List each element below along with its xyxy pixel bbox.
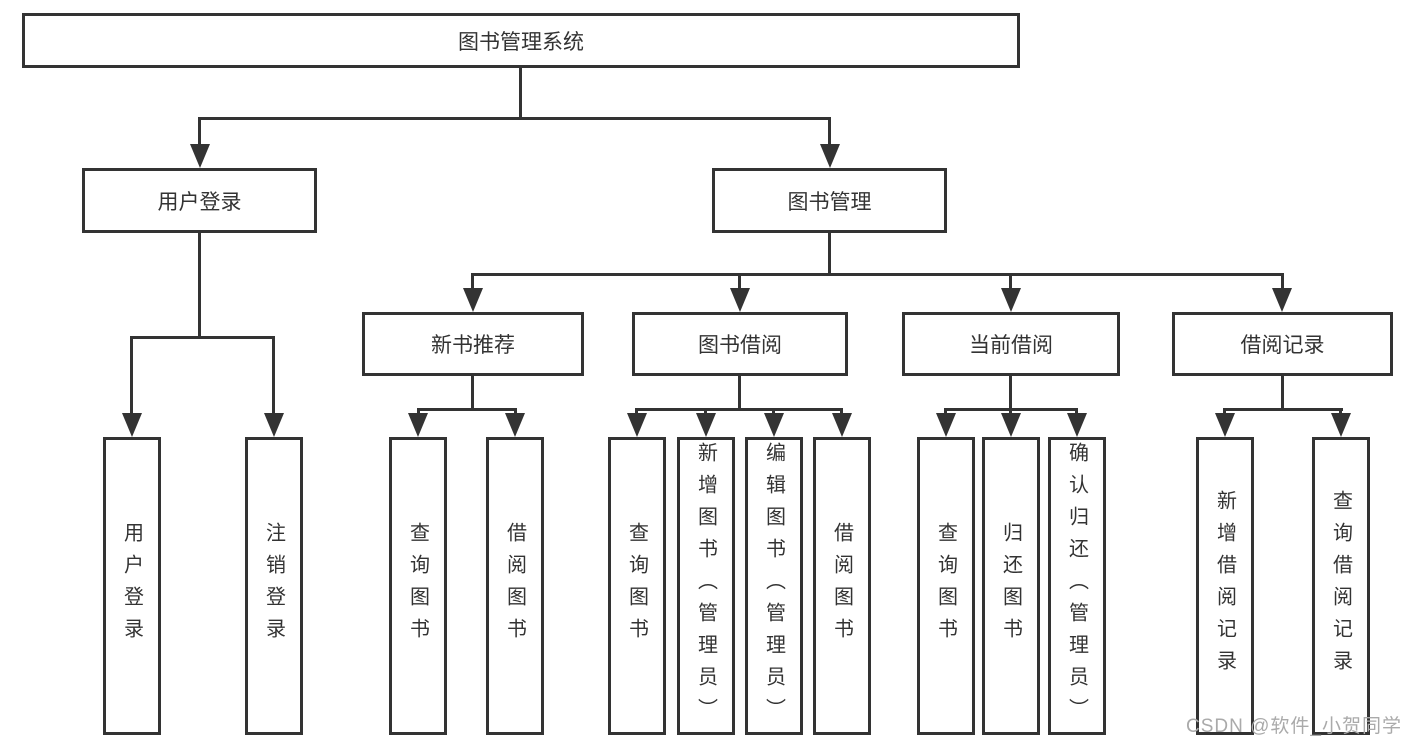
connector-group1-bar	[130, 336, 275, 339]
connector-borrow-records-stem	[1281, 376, 1284, 410]
connector-group5-bar	[1223, 408, 1343, 411]
node-new-book-recommend: 新书推荐	[362, 312, 584, 376]
node-user-login: 用户登录	[82, 168, 317, 233]
node-book-borrow: 图书借阅	[632, 312, 848, 376]
arrowhead-g4-2	[1001, 413, 1021, 437]
arrowhead-g3-2	[696, 413, 716, 437]
arrowhead-leaf-logout	[264, 413, 284, 437]
arrowhead-g3-3	[764, 413, 784, 437]
connector-drop-book-management	[828, 117, 831, 149]
connector-group3-bar	[635, 408, 843, 411]
watermark: CSDN @软件_小贺同学	[1186, 716, 1402, 737]
connector-drop-leaf-logout	[272, 336, 275, 416]
connector-drop-current-borrow	[1009, 273, 1012, 291]
leaf-borrow-books-recommend: 借阅图书	[486, 437, 544, 735]
node-borrow-records: 借阅记录	[1172, 312, 1393, 376]
leaf-return-book: 归还图书	[982, 437, 1040, 735]
connector-new-book-stem	[471, 376, 474, 410]
leaf-logout: 注销登录	[245, 437, 303, 735]
node-current-borrow: 当前借阅	[902, 312, 1120, 376]
arrowhead-g4-3	[1067, 413, 1087, 437]
connector-drop-user-login	[198, 117, 201, 149]
leaf-add-book-admin: 新增图书（管理员）	[677, 437, 735, 735]
arrowhead-g2-1	[408, 413, 428, 437]
arrowhead-current-borrow	[1001, 288, 1021, 312]
connector-drop-borrow-records	[1281, 273, 1284, 291]
leaf-query-books-recommend: 查询图书	[389, 437, 447, 735]
leaf-confirm-return-admin: 确认归还（管理员）	[1048, 437, 1106, 735]
arrowhead-leaf-login	[122, 413, 142, 437]
connector-group2-bar	[417, 408, 517, 411]
leaf-edit-book-admin: 编辑图书（管理员）	[745, 437, 803, 735]
arrowhead-g2-2	[505, 413, 525, 437]
arrowhead-g3-1	[627, 413, 647, 437]
connector-user-login-stem	[198, 233, 201, 338]
connector-drop-new-book	[471, 273, 474, 291]
arrowhead-book-borrow	[730, 288, 750, 312]
arrowhead-g5-1	[1215, 413, 1235, 437]
node-root: 图书管理系统	[22, 13, 1020, 68]
connector-book-borrow-stem	[738, 376, 741, 410]
leaf-user-login: 用户登录	[103, 437, 161, 735]
arrowhead-g3-4	[832, 413, 852, 437]
arrowhead-new-book	[463, 288, 483, 312]
leaf-add-borrow-record: 新增借阅记录	[1196, 437, 1254, 735]
node-book-management: 图书管理	[712, 168, 947, 233]
connector-drop-leaf-login	[130, 336, 133, 416]
arrowhead-g5-2	[1331, 413, 1351, 437]
arrowhead-book-management	[820, 144, 840, 168]
arrowhead-g4-1	[936, 413, 956, 437]
connector-book-management-stem	[828, 233, 831, 276]
connector-drop-book-borrow	[738, 273, 741, 291]
leaf-query-borrow-record: 查询借阅记录	[1312, 437, 1370, 735]
leaf-query-books-borrow: 查询图书	[608, 437, 666, 735]
leaf-borrow-books-borrow: 借阅图书	[813, 437, 871, 735]
leaf-query-books-current: 查询图书	[917, 437, 975, 735]
connector-level2-bar	[471, 273, 1284, 276]
arrowhead-user-login	[190, 144, 210, 168]
connector-root-stem	[519, 68, 522, 120]
connector-current-borrow-stem	[1009, 376, 1012, 410]
connector-level1-bar	[198, 117, 831, 120]
arrowhead-borrow-records	[1272, 288, 1292, 312]
